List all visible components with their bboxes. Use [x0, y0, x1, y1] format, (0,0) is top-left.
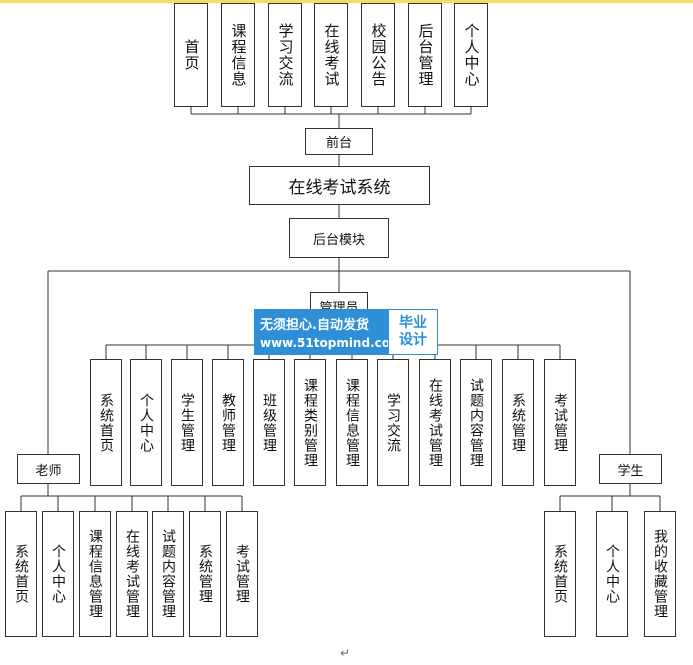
admin-item-online-exam-mgmt: 在线考试管理: [419, 359, 451, 486]
paragraph-mark: ↵: [340, 646, 351, 660]
watermark-banner: 无须担心.自动发货 www.51topmind.com: [254, 309, 403, 355]
frontend-item-campus-notice: 校园公告: [361, 3, 395, 107]
student-node: 学生: [599, 454, 662, 484]
teacher-item-system-mgmt: 系统管理: [189, 511, 221, 637]
admin-item-course-category-mgmt: 课程类别管理: [294, 359, 326, 486]
watermark-text-line1: 无须担心.自动发货: [260, 318, 369, 333]
admin-item-exam-mgmt: 考试管理: [544, 359, 576, 486]
admin-item-study-exchange: 学习交流: [377, 359, 409, 486]
student-item-personal-center: 个人中心: [596, 511, 628, 637]
frontend-item-study-exchange: 学习交流: [268, 3, 302, 107]
admin-item-student-mgmt: 学生管理: [171, 359, 203, 486]
top-border: [0, 0, 693, 3]
frontend-item-course-info: 课程信息: [221, 3, 255, 107]
admin-item-class-mgmt: 班级管理: [253, 359, 285, 486]
teacher-node: 老师: [17, 454, 80, 484]
watermark-url: www.51topmind.com: [260, 336, 403, 350]
teacher-item-system-home: 系统首页: [5, 511, 37, 637]
frontend-item-backend-admin: 后台管理: [408, 3, 442, 107]
admin-item-question-content-mgmt: 试题内容管理: [460, 359, 492, 486]
admin-item-course-info-mgmt: 课程信息管理: [336, 359, 368, 486]
teacher-item-course-info-mgmt: 课程信息管理: [79, 511, 111, 637]
admin-item-personal-center: 个人中心: [130, 359, 162, 486]
frontend-item-personal-center: 个人中心: [454, 3, 488, 107]
backend-module-node: 后台模块: [289, 218, 389, 258]
admin-item-system-home: 系统首页: [90, 359, 122, 486]
watermark-badge: 毕业 设计: [388, 309, 438, 355]
teacher-item-question-content-mgmt: 试题内容管理: [152, 511, 184, 637]
admin-item-teacher-mgmt: 教师管理: [212, 359, 244, 486]
frontend-item-home: 首页: [174, 3, 208, 107]
teacher-item-personal-center: 个人中心: [42, 511, 74, 637]
watermark-badge-line1: 毕业: [399, 315, 427, 332]
admin-item-system-mgmt: 系统管理: [502, 359, 534, 486]
watermark-badge-line2: 设计: [399, 332, 427, 348]
frontend-item-online-exam: 在线考试: [314, 3, 348, 107]
system-root-node: 在线考试系统: [249, 166, 430, 205]
frontend-node: 前台: [305, 128, 373, 155]
teacher-item-exam-mgmt: 考试管理: [226, 511, 258, 637]
student-item-system-home: 系统首页: [544, 511, 576, 637]
student-item-favorites-mgmt: 我的收藏管理: [644, 511, 676, 637]
teacher-item-online-exam-mgmt: 在线考试管理: [116, 511, 148, 637]
